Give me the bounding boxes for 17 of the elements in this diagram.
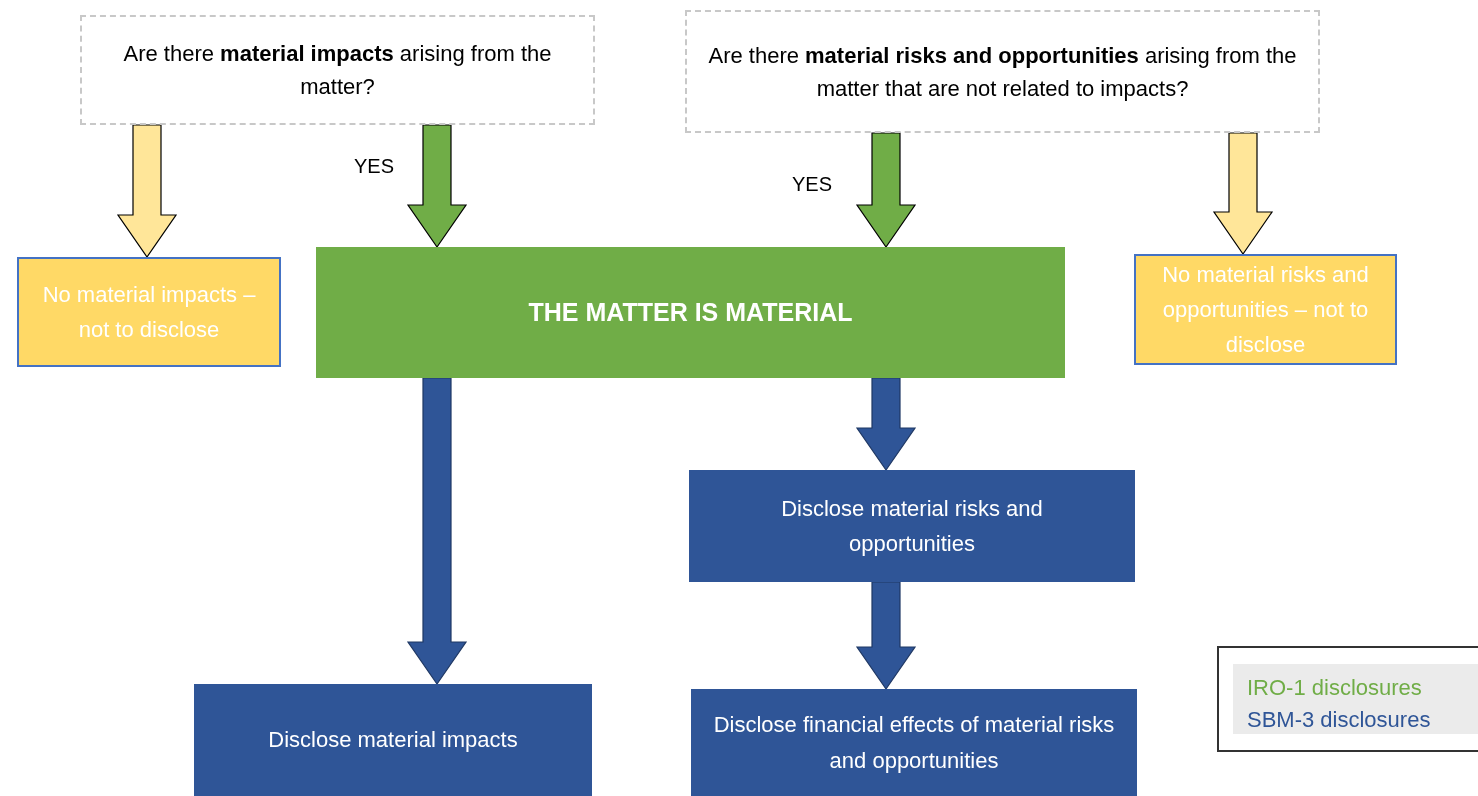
question-box: Are there material impacts arising from the matter?: [80, 15, 595, 125]
legend-text: SBM-3 disclosures: [1247, 705, 1432, 734]
block-arrow: [406, 124, 468, 249]
block-arrow: [1212, 132, 1274, 256]
block-arrow: [855, 377, 917, 472]
disclosure-box: Disclose material impacts: [194, 684, 592, 796]
result-box: THE MATTER IS MATERIAL: [316, 247, 1065, 378]
disclosure-box: Disclose material risks and opportunities: [689, 470, 1135, 582]
outcome-box: No material impacts – not to disclose: [17, 257, 281, 367]
legend-text: IRO-1 disclosures: [1247, 674, 1423, 702]
outcome-box: No material risks and opportunities – not to disclose: [1134, 254, 1397, 365]
block-arrow: [406, 377, 468, 686]
question-box: Are there material risks and opportunities arising from the matter that are not related to impacts?: [685, 10, 1320, 133]
block-arrow: [855, 581, 917, 691]
disclosure-box: Disclose financial effects of material risks and opportunities: [691, 689, 1137, 796]
block-arrow: [116, 124, 178, 259]
block-arrow: [855, 132, 917, 249]
